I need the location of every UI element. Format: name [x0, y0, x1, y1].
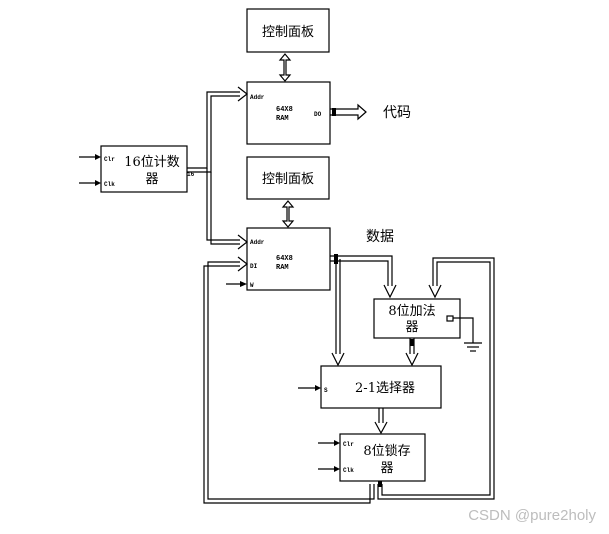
- ram-bottom: [246, 227, 331, 291]
- latch-clr-label: Clr: [343, 441, 354, 448]
- watermark: CSDN @pure2holy: [468, 507, 596, 524]
- latch-clr-input: [318, 440, 340, 446]
- ram-top-type-label: RAM: [276, 115, 289, 123]
- latch-label-line1: 8位锁存: [363, 443, 410, 459]
- code-label: 代码: [383, 105, 411, 121]
- bus-mux-to-latch: [374, 408, 388, 435]
- counter-label-line2: 器: [145, 172, 158, 187]
- counter-out-label: 16: [187, 171, 195, 178]
- counter-clk-label: Clk: [104, 181, 115, 188]
- bus-ram-to-mux: [331, 259, 345, 367]
- bus-adder-to-mux: [405, 338, 419, 367]
- control-panel-top: [246, 8, 330, 53]
- ram-bottom-we-label: W: [250, 282, 254, 289]
- counter-clk-input: [79, 180, 101, 186]
- control-panel-top-label: 控制面板: [262, 25, 314, 40]
- ram-top: [246, 81, 331, 145]
- counter-clr-label: Clr: [104, 156, 115, 163]
- ram-bottom-din-label: DI: [250, 263, 258, 270]
- latch-label-line2: 器: [380, 461, 393, 476]
- bus-ram-to-adder: [330, 255, 397, 299]
- latch-clk-label: Clk: [343, 467, 354, 474]
- counter-label-line1: 16位计数: [124, 155, 180, 170]
- ram-bottom-type-label: RAM: [276, 264, 289, 272]
- mux-select-input: [298, 385, 321, 391]
- mux-sel-label: S: [324, 387, 328, 394]
- ram-top-size-label: 64X8: [276, 106, 293, 114]
- ram-bottom-dout-port: [334, 254, 338, 264]
- bus-arrow-panel-ram-top: [278, 53, 292, 82]
- mux-2to1: [320, 365, 442, 409]
- control-panel-mid-label: 控制面板: [262, 172, 314, 187]
- control-panel-mid: [246, 156, 330, 200]
- ram-top-dout-label: DO: [314, 111, 322, 118]
- ram-top-addr-label: Addr: [250, 94, 265, 101]
- adder-8bit: [373, 298, 461, 339]
- we-input-line: [226, 281, 247, 287]
- counter-clr-input: [79, 154, 101, 160]
- data-label: 数据: [366, 229, 394, 245]
- ram-bottom-size-label: 64X8: [276, 255, 293, 263]
- latch-out-port: [378, 481, 382, 487]
- latch-8bit: [339, 433, 426, 482]
- mux-label: 2-1选择器: [355, 381, 415, 396]
- bus-feedback-to-adder: [377, 257, 495, 500]
- bus-arrow-panel-ram-bottom: [281, 200, 295, 228]
- adder-label-line2: 器: [405, 320, 418, 335]
- counter-16bit: [100, 145, 188, 193]
- bus-feedback-to-ram: [203, 256, 375, 504]
- bus-arrow-code-output: [330, 103, 367, 121]
- ram-bottom-addr-label: Addr: [250, 239, 265, 246]
- address-bus: [187, 86, 248, 250]
- adder-label-line1: 8位加法: [388, 304, 435, 319]
- ground-icon: [453, 317, 482, 352]
- latch-clk-input: [318, 466, 340, 472]
